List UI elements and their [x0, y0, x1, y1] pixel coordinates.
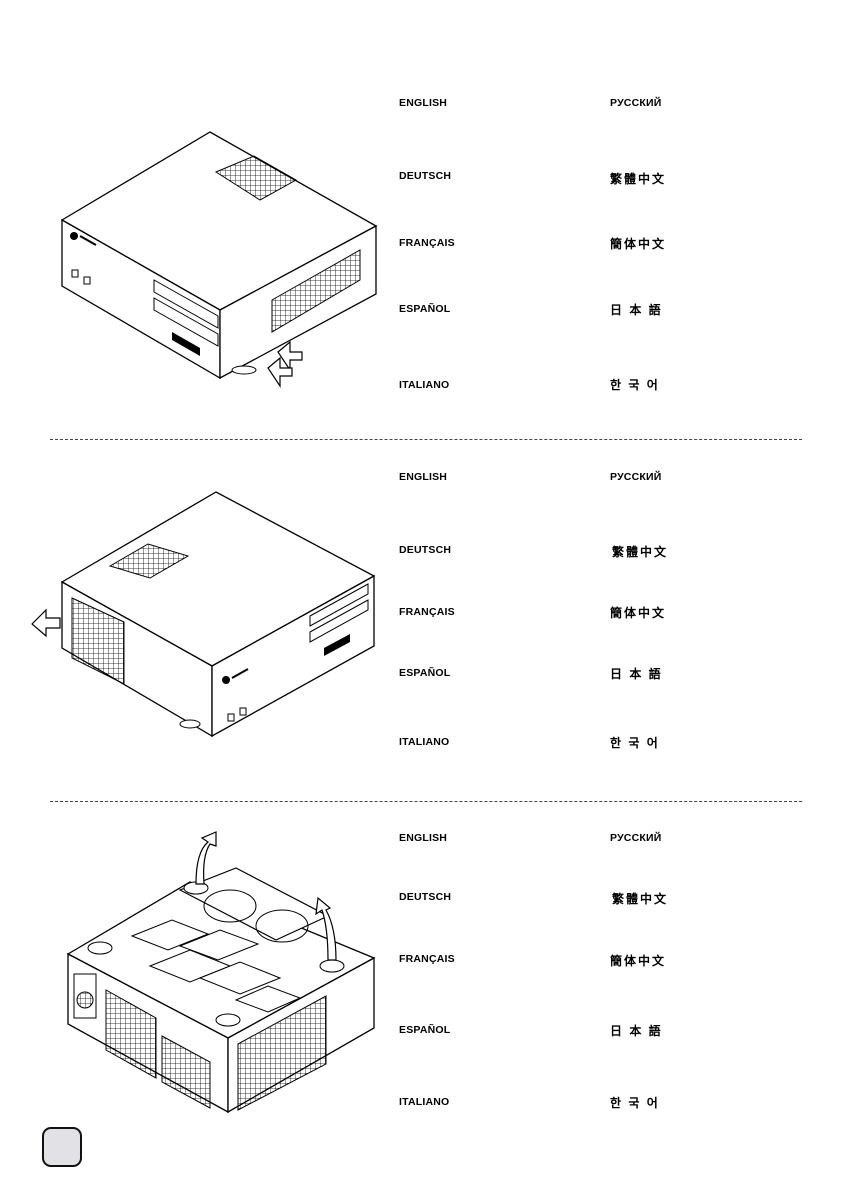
lang-traditional-chinese: 繁體中文: [610, 172, 667, 186]
lang-russian: РУССКИЙ: [610, 97, 662, 109]
lang-english: ENGLISH: [399, 97, 448, 109]
lang-korean: 한 국 어: [610, 1096, 660, 1110]
lang-francais: FRANÇAIS: [399, 953, 455, 965]
case-rear-view-illustration: [31, 491, 376, 738]
lang-simplified-chinese: 簡体中文: [610, 606, 667, 620]
lang-simplified-chinese: 簡体中文: [610, 954, 667, 968]
lang-francais: FRANÇAIS: [399, 237, 455, 249]
lang-russian: РУССКИЙ: [610, 832, 662, 844]
instruction-section-2: ENGLISH DEUTSCH FRANÇAIS ESPAÑOL ITALIAN…: [0, 440, 842, 800]
lang-italiano: ITALIANO: [399, 379, 450, 391]
lang-russian: РУССКИЙ: [610, 471, 662, 483]
lang-espanol: ESPAÑOL: [399, 667, 451, 679]
lang-italiano: ITALIANO: [399, 1096, 450, 1108]
lang-deutsch: DEUTSCH: [399, 891, 452, 903]
section-divider-2: [50, 801, 802, 802]
lang-korean: 한 국 어: [610, 378, 660, 392]
lang-espanol: ESPAÑOL: [399, 303, 451, 315]
case-bottom-view-illustration: [66, 831, 376, 1114]
lang-korean: 한 국 어: [610, 736, 660, 750]
lang-italiano: ITALIANO: [399, 736, 450, 748]
lang-francais: FRANÇAIS: [399, 606, 455, 618]
instruction-section-3: ENGLISH DEUTSCH FRANÇAIS ESPAÑOL ITALIAN…: [0, 802, 842, 1142]
instruction-section-1: ENGLISH DEUTSCH FRANÇAIS ESPAÑOL ITALIAN…: [0, 0, 842, 440]
lang-japanese: 日 本 語: [610, 303, 663, 317]
lang-japanese: 日 本 語: [610, 667, 663, 681]
page-number-tab: [42, 1127, 82, 1167]
lang-english: ENGLISH: [399, 471, 448, 483]
lang-english: ENGLISH: [399, 832, 448, 844]
lang-espanol: ESPAÑOL: [399, 1024, 451, 1036]
lang-simplified-chinese: 簡体中文: [610, 237, 667, 251]
case-front-view-illustration: [60, 131, 378, 388]
lang-traditional-chinese: 繁體中文: [612, 545, 669, 559]
lang-japanese: 日 本 語: [610, 1024, 663, 1038]
lang-traditional-chinese: 繁體中文: [612, 892, 669, 906]
lang-deutsch: DEUTSCH: [399, 544, 452, 556]
section-divider-1: [50, 439, 802, 440]
lang-deutsch: DEUTSCH: [399, 170, 452, 182]
